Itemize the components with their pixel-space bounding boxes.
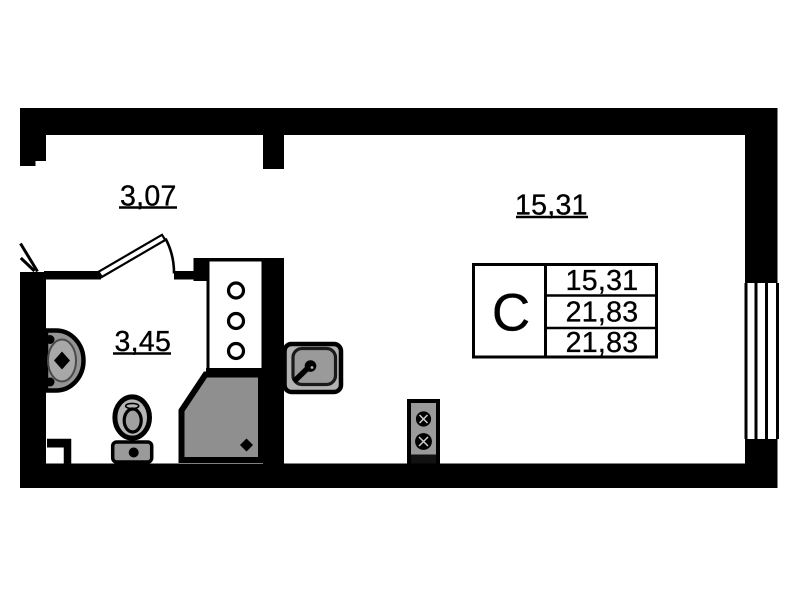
svg-text:15,31: 15,31 xyxy=(566,265,639,297)
svg-text:C: C xyxy=(492,284,530,343)
svg-text:21,83: 21,83 xyxy=(566,297,639,329)
svg-text:21,83: 21,83 xyxy=(566,327,639,359)
